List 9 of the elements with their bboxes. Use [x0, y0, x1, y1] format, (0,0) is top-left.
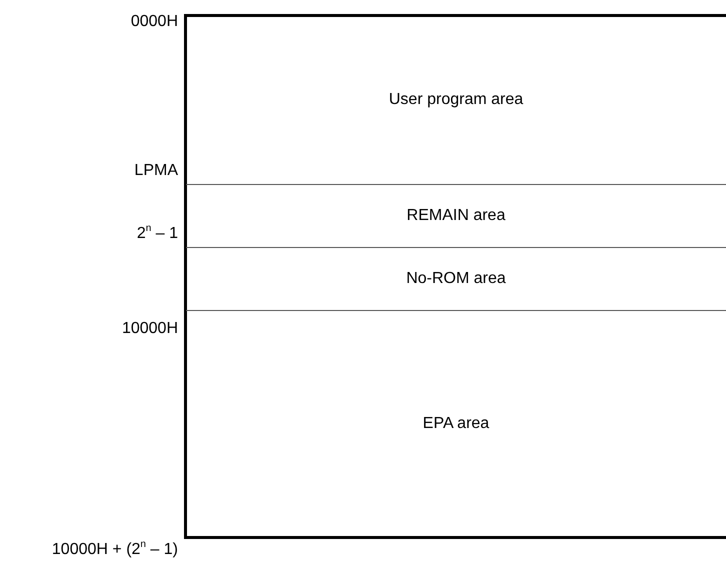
- address-label: 10000H: [122, 320, 178, 338]
- region-label: User program area: [388, 91, 524, 109]
- address-label: 0000H: [130, 13, 178, 31]
- address-label: 10000H + (2$^{n}$ – 1): [52, 541, 178, 559]
- region-label: EPA area: [422, 414, 490, 432]
- address-label: 2$^{n}$ – 1: [136, 225, 178, 243]
- region-label: No-ROM area: [406, 270, 506, 288]
- region-label: REMAIN area: [406, 207, 506, 225]
- address-label: LPMA: [134, 162, 178, 180]
